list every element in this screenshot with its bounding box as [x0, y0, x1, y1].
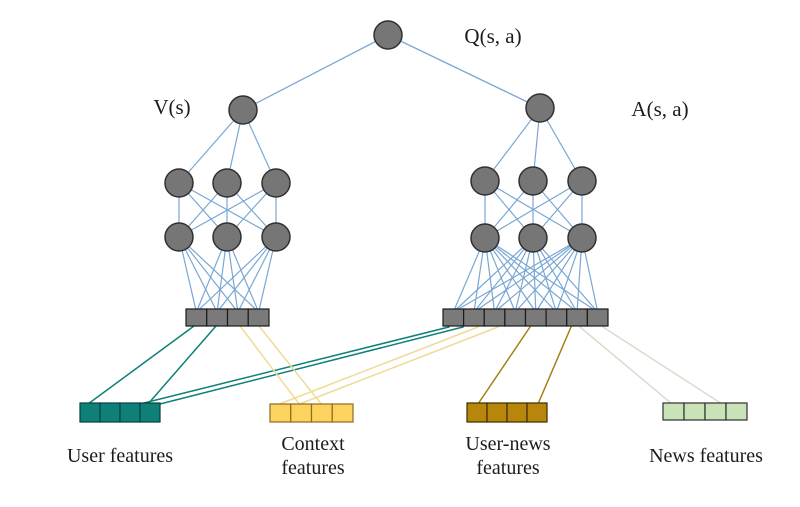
- news-features-label: News features: [649, 445, 763, 467]
- v-hidden-neuron: [212, 168, 242, 198]
- edge-hidden-hidden: [484, 180, 583, 239]
- edge-hidden-input: [484, 237, 558, 313]
- v-hidden-neuron: [212, 222, 242, 252]
- a-input-strip-cell: [463, 308, 485, 327]
- news-features-edge: [602, 326, 723, 405]
- v-input-strip-cell: [206, 308, 229, 327]
- a-stream-neuron: [525, 93, 555, 123]
- v-stream-neuron: [228, 95, 258, 125]
- state-value-label: V(s): [153, 95, 190, 119]
- context-features-strip-cell: [310, 403, 333, 423]
- edge-hidden-hidden: [178, 182, 277, 238]
- user-news-features-strip-cell: [526, 402, 548, 423]
- edge-hidden-input: [484, 237, 578, 313]
- q-value-label: Q(s, a): [464, 24, 521, 48]
- context-features-edge: [296, 326, 499, 406]
- a-hidden-neuron: [518, 223, 548, 253]
- context-features-label-line1: Context: [281, 433, 345, 455]
- v-hidden-neuron: [261, 168, 291, 198]
- edge-hidden-input: [473, 237, 583, 313]
- advantage-label: A(s, a): [631, 97, 688, 121]
- news-features-strip-cell: [683, 402, 706, 421]
- a-hidden-neuron: [518, 166, 548, 196]
- context-features-strip-cell: [269, 403, 292, 423]
- edge-hidden-input: [484, 237, 599, 313]
- edge-q-v: [242, 34, 389, 111]
- user-features-edge: [147, 325, 217, 405]
- edge-hidden-input: [195, 236, 277, 313]
- a-input-strip-cell: [586, 308, 609, 327]
- news-features-strip-cell: [704, 402, 727, 421]
- a-input-strip-cell: [504, 308, 527, 327]
- edge-hidden-input: [493, 237, 583, 313]
- v-input-strip-cell: [226, 308, 249, 327]
- a-input-strip-cell: [566, 308, 588, 327]
- user-news-features-strip-cell: [506, 402, 528, 423]
- a-input-strip-cell: [524, 308, 547, 327]
- user-features-strip-cell: [79, 402, 101, 423]
- edge-hidden-input: [473, 237, 534, 313]
- user-news-features-label-line2: features: [476, 457, 540, 479]
- a-hidden-neuron: [567, 223, 597, 253]
- context-features-label-line2: features: [281, 457, 345, 479]
- edge-a-hidden: [484, 107, 541, 182]
- user-features-strip-cell: [99, 402, 121, 423]
- a-hidden-neuron: [567, 166, 597, 196]
- shapes-layer: [79, 20, 748, 423]
- edges-layer: [87, 34, 723, 406]
- a-hidden-neuron: [470, 166, 500, 196]
- edge-v-hidden: [178, 109, 244, 184]
- v-input-strip-cell: [185, 308, 208, 327]
- user-features-edge: [139, 326, 450, 405]
- user-features-edge: [87, 325, 195, 405]
- edge-hidden-input: [484, 237, 537, 313]
- a-input-strip-cell: [483, 308, 506, 327]
- a-input-strip-cell: [545, 308, 568, 327]
- user-features-strip-cell: [119, 402, 141, 423]
- edge-hidden-input: [532, 237, 599, 313]
- user-news-features-strip-cell: [486, 402, 508, 423]
- news-features-strip-cell: [662, 402, 685, 421]
- v-hidden-neuron: [261, 222, 291, 252]
- context-features-edge: [276, 326, 479, 406]
- a-input-strip-cell: [442, 308, 465, 327]
- context-features-strip-cell: [290, 403, 313, 423]
- user-news-features-edge: [537, 326, 572, 405]
- q-output-neuron: [373, 20, 403, 50]
- user-features-edge: [159, 326, 464, 405]
- v-hidden-neuron: [164, 168, 194, 198]
- user-news-features-strip-cell: [466, 402, 488, 423]
- news-features-edge: [579, 326, 673, 405]
- context-features-strip-cell: [331, 403, 354, 423]
- v-hidden-neuron: [164, 222, 194, 252]
- edge-hidden-input: [178, 236, 260, 313]
- edge-q-a: [387, 34, 541, 109]
- user-news-features-label-line1: User-news: [465, 433, 550, 455]
- news-features-strip-cell: [725, 402, 748, 421]
- context-features-edge: [239, 325, 301, 406]
- user-features-strip-cell: [139, 402, 161, 423]
- user-features-label: User features: [67, 445, 173, 467]
- edge-hidden-input: [216, 236, 277, 313]
- edge-hidden-input: [452, 237, 534, 313]
- edge-hidden-input: [452, 237, 583, 313]
- a-hidden-neuron: [470, 223, 500, 253]
- edge-hidden-input: [178, 236, 239, 313]
- edge-hidden-input: [514, 237, 583, 313]
- v-input-strip-cell: [247, 308, 270, 327]
- user-news-features-edge: [477, 326, 531, 405]
